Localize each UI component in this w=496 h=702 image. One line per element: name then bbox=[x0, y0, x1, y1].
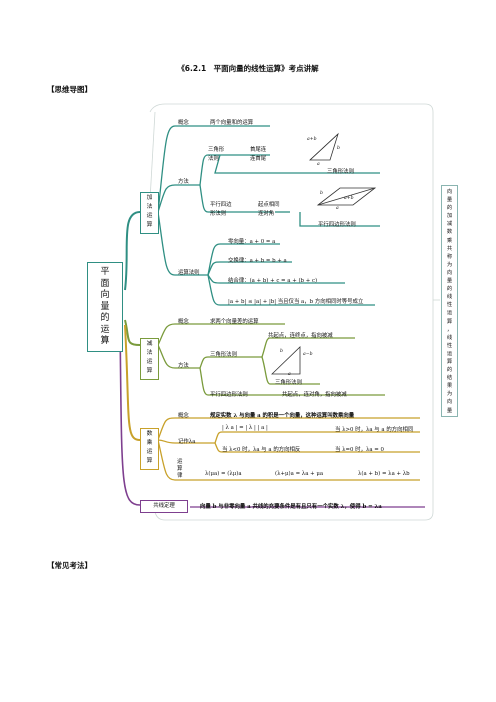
tri-label-a: a bbox=[317, 162, 320, 167]
add-concept: 两个向量和的运算 bbox=[210, 120, 254, 126]
add-triangle-rule: 三角形 bbox=[208, 147, 225, 153]
sub-triangle-caption: 三角形法则 bbox=[275, 380, 302, 386]
add-triangle-caption: 三角形法则 bbox=[327, 169, 354, 175]
side-note-char: 向 bbox=[446, 269, 453, 276]
add-triangle-desc-2: 连首尾 bbox=[250, 156, 267, 162]
add-parallelogram-desc: 起点相同 bbox=[258, 202, 280, 208]
side-note-char: 性 bbox=[446, 302, 453, 309]
mul-concept-label: 概念 bbox=[178, 413, 189, 419]
side-note-char: 线 bbox=[446, 294, 453, 301]
side-note-char: 运 bbox=[446, 350, 453, 357]
mul-case-pos: 当 λ>0 时，λa 与 a 的方向相同 bbox=[335, 427, 414, 433]
sub-parallelogram-desc: 共起点，连对角，指向被减 bbox=[282, 392, 347, 398]
sub-label-diff: a−b bbox=[303, 352, 313, 357]
sub-concept-label: 概念 bbox=[178, 319, 189, 325]
side-note-char: 乘 bbox=[446, 237, 453, 244]
add-parallelogram-figure bbox=[316, 187, 377, 206]
mul-notation-abs: | λ a | = | λ | | a | bbox=[222, 425, 268, 431]
side-note-char: 果 bbox=[446, 383, 453, 390]
side-note-char: 减 bbox=[446, 221, 453, 228]
add-parallelogram-caption: 平行四边形法则 bbox=[318, 222, 356, 228]
side-note-char: 线 bbox=[446, 334, 453, 341]
add-branch-node: 加法运算 bbox=[140, 192, 159, 234]
sub-parallelogram-rule: 平行四边形法则 bbox=[210, 392, 248, 398]
sub-method-label: 方法 bbox=[178, 363, 189, 369]
page-title: 《6.2.1 平面向量的线性运算》考点讲解 bbox=[177, 64, 319, 73]
sub-concept: 求两个向量差的运算 bbox=[210, 319, 259, 325]
side-note: 向量的加减数乘共称为向量的线性运算，线性运算的结果为向量 bbox=[441, 185, 458, 417]
side-note-char: 量 bbox=[446, 197, 453, 204]
side-note-char: 量 bbox=[446, 278, 453, 285]
add-law-zero: 零向量：a + 0 = a bbox=[228, 239, 276, 245]
mul-concept: 规定实数 λ 与向量 a 的积是一个向量，这种运算叫数乘向量 bbox=[210, 413, 355, 419]
add-law-associative: 结合律：(a + b) + c = a + (b + c) bbox=[228, 278, 318, 284]
collinear-node: 共线定理 bbox=[140, 500, 188, 513]
mul-law-label: 运算律 bbox=[177, 459, 183, 479]
par-label-sum: a+b bbox=[344, 196, 354, 201]
add-parallelogram-rule-2: 形法则 bbox=[210, 211, 227, 217]
add-law-inequality: |a + b| ≤ |a| + |b| 当且仅当 a，b 方向相同时等号成立 bbox=[228, 299, 364, 305]
mul-case-neg: 当 λ<0 时，λa 与 a 的方向相反 bbox=[222, 447, 301, 453]
side-note-char: 的 bbox=[446, 205, 453, 212]
side-note-char: 结 bbox=[446, 375, 453, 382]
add-triangle-figure bbox=[308, 132, 339, 161]
side-note-char: 的 bbox=[446, 367, 453, 374]
mul-law-2: (λ+μ)a = λa + μa bbox=[275, 471, 324, 477]
sub-triangle-rule: 三角形法则 bbox=[210, 352, 237, 358]
side-note-char: 算 bbox=[446, 358, 453, 365]
par-label-a: a bbox=[336, 206, 339, 211]
root-node: 平面向量的运算 bbox=[87, 262, 123, 352]
side-note-char: 量 bbox=[446, 407, 453, 414]
side-note-char: 为 bbox=[446, 261, 453, 268]
add-triangle-rule-2: 法则 bbox=[208, 156, 219, 162]
mul-notation-label: 记作λa bbox=[178, 439, 196, 445]
mul-branch-node: 数乘运算 bbox=[140, 428, 159, 470]
mul-law-1: λ(μa) = (λμ)a bbox=[205, 471, 242, 477]
side-note-char: 为 bbox=[446, 391, 453, 398]
side-note-char: 数 bbox=[446, 229, 453, 236]
side-note-char: 加 bbox=[446, 213, 453, 220]
side-note-char: 向 bbox=[446, 189, 453, 195]
sub-label-a: a bbox=[288, 372, 291, 377]
mul-case-zero: 当 λ=0 时，λa = 0 bbox=[335, 447, 384, 453]
par-label-b: b bbox=[320, 191, 323, 196]
side-note-char: 算 bbox=[446, 318, 453, 325]
mul-law-3: λ(a + b) = λa + λb bbox=[358, 471, 410, 477]
add-law-commutative: 交换律：a + b = b + a bbox=[228, 258, 287, 264]
side-note-char: ， bbox=[446, 326, 453, 333]
side-note-char: 性 bbox=[446, 342, 453, 349]
sub-triangle-figure bbox=[271, 346, 301, 375]
mindmap-heading: 【思维导图】 bbox=[47, 85, 92, 94]
sub-label-b: b bbox=[280, 349, 283, 354]
sub-branch-node: 减法运算 bbox=[140, 338, 159, 380]
sub-triangle-desc: 共起点，连终点，指向被减 bbox=[268, 333, 333, 339]
tri-label-b: b bbox=[337, 146, 340, 151]
side-note-char: 向 bbox=[446, 399, 453, 406]
add-parallelogram-desc-2: 连对角 bbox=[258, 211, 275, 217]
side-note-char: 的 bbox=[446, 286, 453, 293]
side-note-char: 运 bbox=[446, 310, 453, 317]
side-note-char: 称 bbox=[446, 253, 453, 260]
add-triangle-desc: 首尾连 bbox=[250, 147, 267, 153]
add-method-label: 方法 bbox=[178, 179, 189, 185]
collinear-text: 向量 b 与非零向量 a 共线的充要条件是有且只有一个实数 λ，使得 b = λ… bbox=[200, 504, 382, 510]
exam-heading: 【常见考法】 bbox=[47, 561, 92, 570]
add-concept-label: 概念 bbox=[178, 120, 189, 126]
add-law-label: 运算法则 bbox=[178, 270, 200, 276]
tri-label-sum: a+b bbox=[307, 137, 317, 142]
side-note-char: 共 bbox=[446, 245, 453, 252]
add-parallelogram-rule: 平行四边 bbox=[210, 202, 232, 208]
